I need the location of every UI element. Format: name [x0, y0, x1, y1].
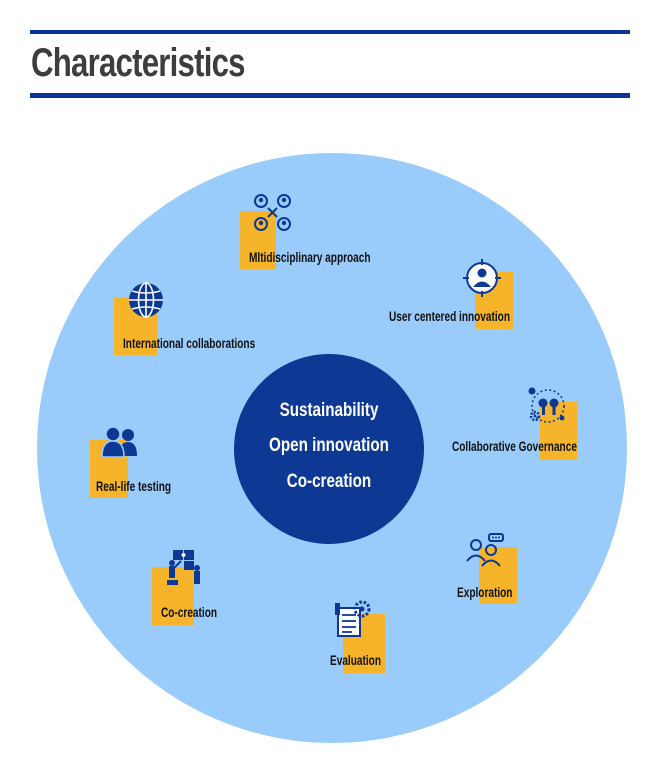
center-label-sustainability: Sustainability [279, 400, 379, 421]
characteristic-label: International collaborations [123, 335, 256, 351]
characteristic-label: User centered innovation [389, 308, 510, 324]
characteristic-label: Mltidisciplinary approach [249, 249, 371, 265]
clipboard-gear-icon [335, 600, 371, 637]
page-title: Characteristics [31, 41, 246, 85]
people-discussion-icon [466, 533, 504, 567]
highlight-box [240, 211, 276, 269]
highlight-box [479, 547, 517, 604]
people-group-icon [101, 426, 137, 458]
center-label-open-innovation: Open innovation [269, 435, 389, 456]
globe-icon [129, 282, 163, 318]
user-target-icon [463, 259, 501, 297]
people-network-icon [254, 194, 291, 231]
characteristic-label: Co-creation [161, 604, 218, 620]
puzzle-team-icon [167, 550, 200, 585]
governance-gear-icon [528, 387, 565, 423]
header-rule-top [30, 30, 630, 34]
center-label-co-creation: Co-creation [286, 471, 372, 492]
highlight-box [540, 402, 577, 460]
characteristic-label: Evaluation [330, 652, 381, 668]
center-circle: Sustainability Open innovation Co-creati… [234, 354, 424, 544]
header-rule-bottom [30, 93, 630, 98]
characteristic-label: Collaborative Governance [452, 438, 577, 454]
characteristic-label: Exploration [457, 584, 513, 600]
characteristic-label: Real-life testing [96, 478, 172, 494]
